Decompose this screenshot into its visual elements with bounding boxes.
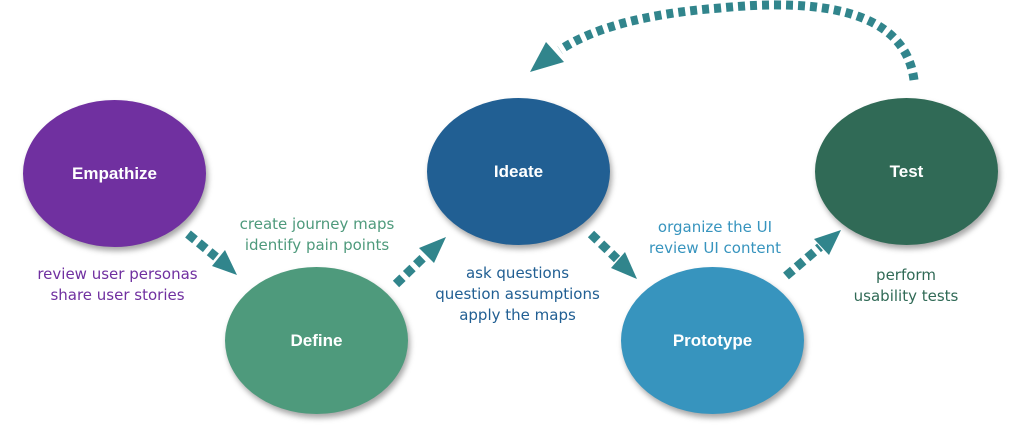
ideate-note: apply the maps [459, 306, 576, 324]
stage-empathize: Empathize [23, 100, 206, 247]
arrow-empathize-to-define [185, 230, 237, 275]
prototype-note: organize the UI [657, 218, 773, 236]
define-note: identify pain points [244, 236, 390, 254]
empathize-notes: review user personas share user stories [10, 264, 225, 306]
define-note: create journey maps [239, 215, 395, 233]
prototype-notes: organize the UI review UI content [615, 217, 815, 259]
ideate-notes: ask questions question assumptions apply… [410, 263, 625, 326]
test-notes: perform usability tests [836, 265, 976, 307]
empathize-note: review user personas [37, 265, 198, 283]
stage-empathize-label: Empathize [71, 163, 158, 183]
arrow-ideate-to-prototype [587, 230, 637, 279]
stage-define: Define [225, 267, 408, 414]
test-note: usability tests [853, 287, 959, 305]
stage-prototype-label: Prototype [672, 330, 753, 350]
stage-define-label: Define [290, 330, 343, 350]
prototype-note: review UI content [649, 239, 781, 257]
stage-test: Test [815, 98, 998, 245]
stage-prototype: Prototype [621, 267, 804, 414]
ideate-note: question assumptions [435, 285, 600, 303]
arrow-prototype-to-test [783, 230, 841, 280]
empathize-note: share user stories [50, 286, 185, 304]
test-note: perform [876, 266, 936, 284]
ideate-note: ask questions [465, 264, 570, 282]
arrow-define-to-ideate [392, 237, 446, 288]
stage-ideate-label: Ideate [493, 161, 544, 181]
stage-test-label: Test [889, 161, 924, 181]
stage-ideate: Ideate [427, 98, 610, 245]
define-notes: create journey maps identify pain points [212, 214, 422, 256]
arrow-test-to-ideate-loop [530, 0, 919, 81]
